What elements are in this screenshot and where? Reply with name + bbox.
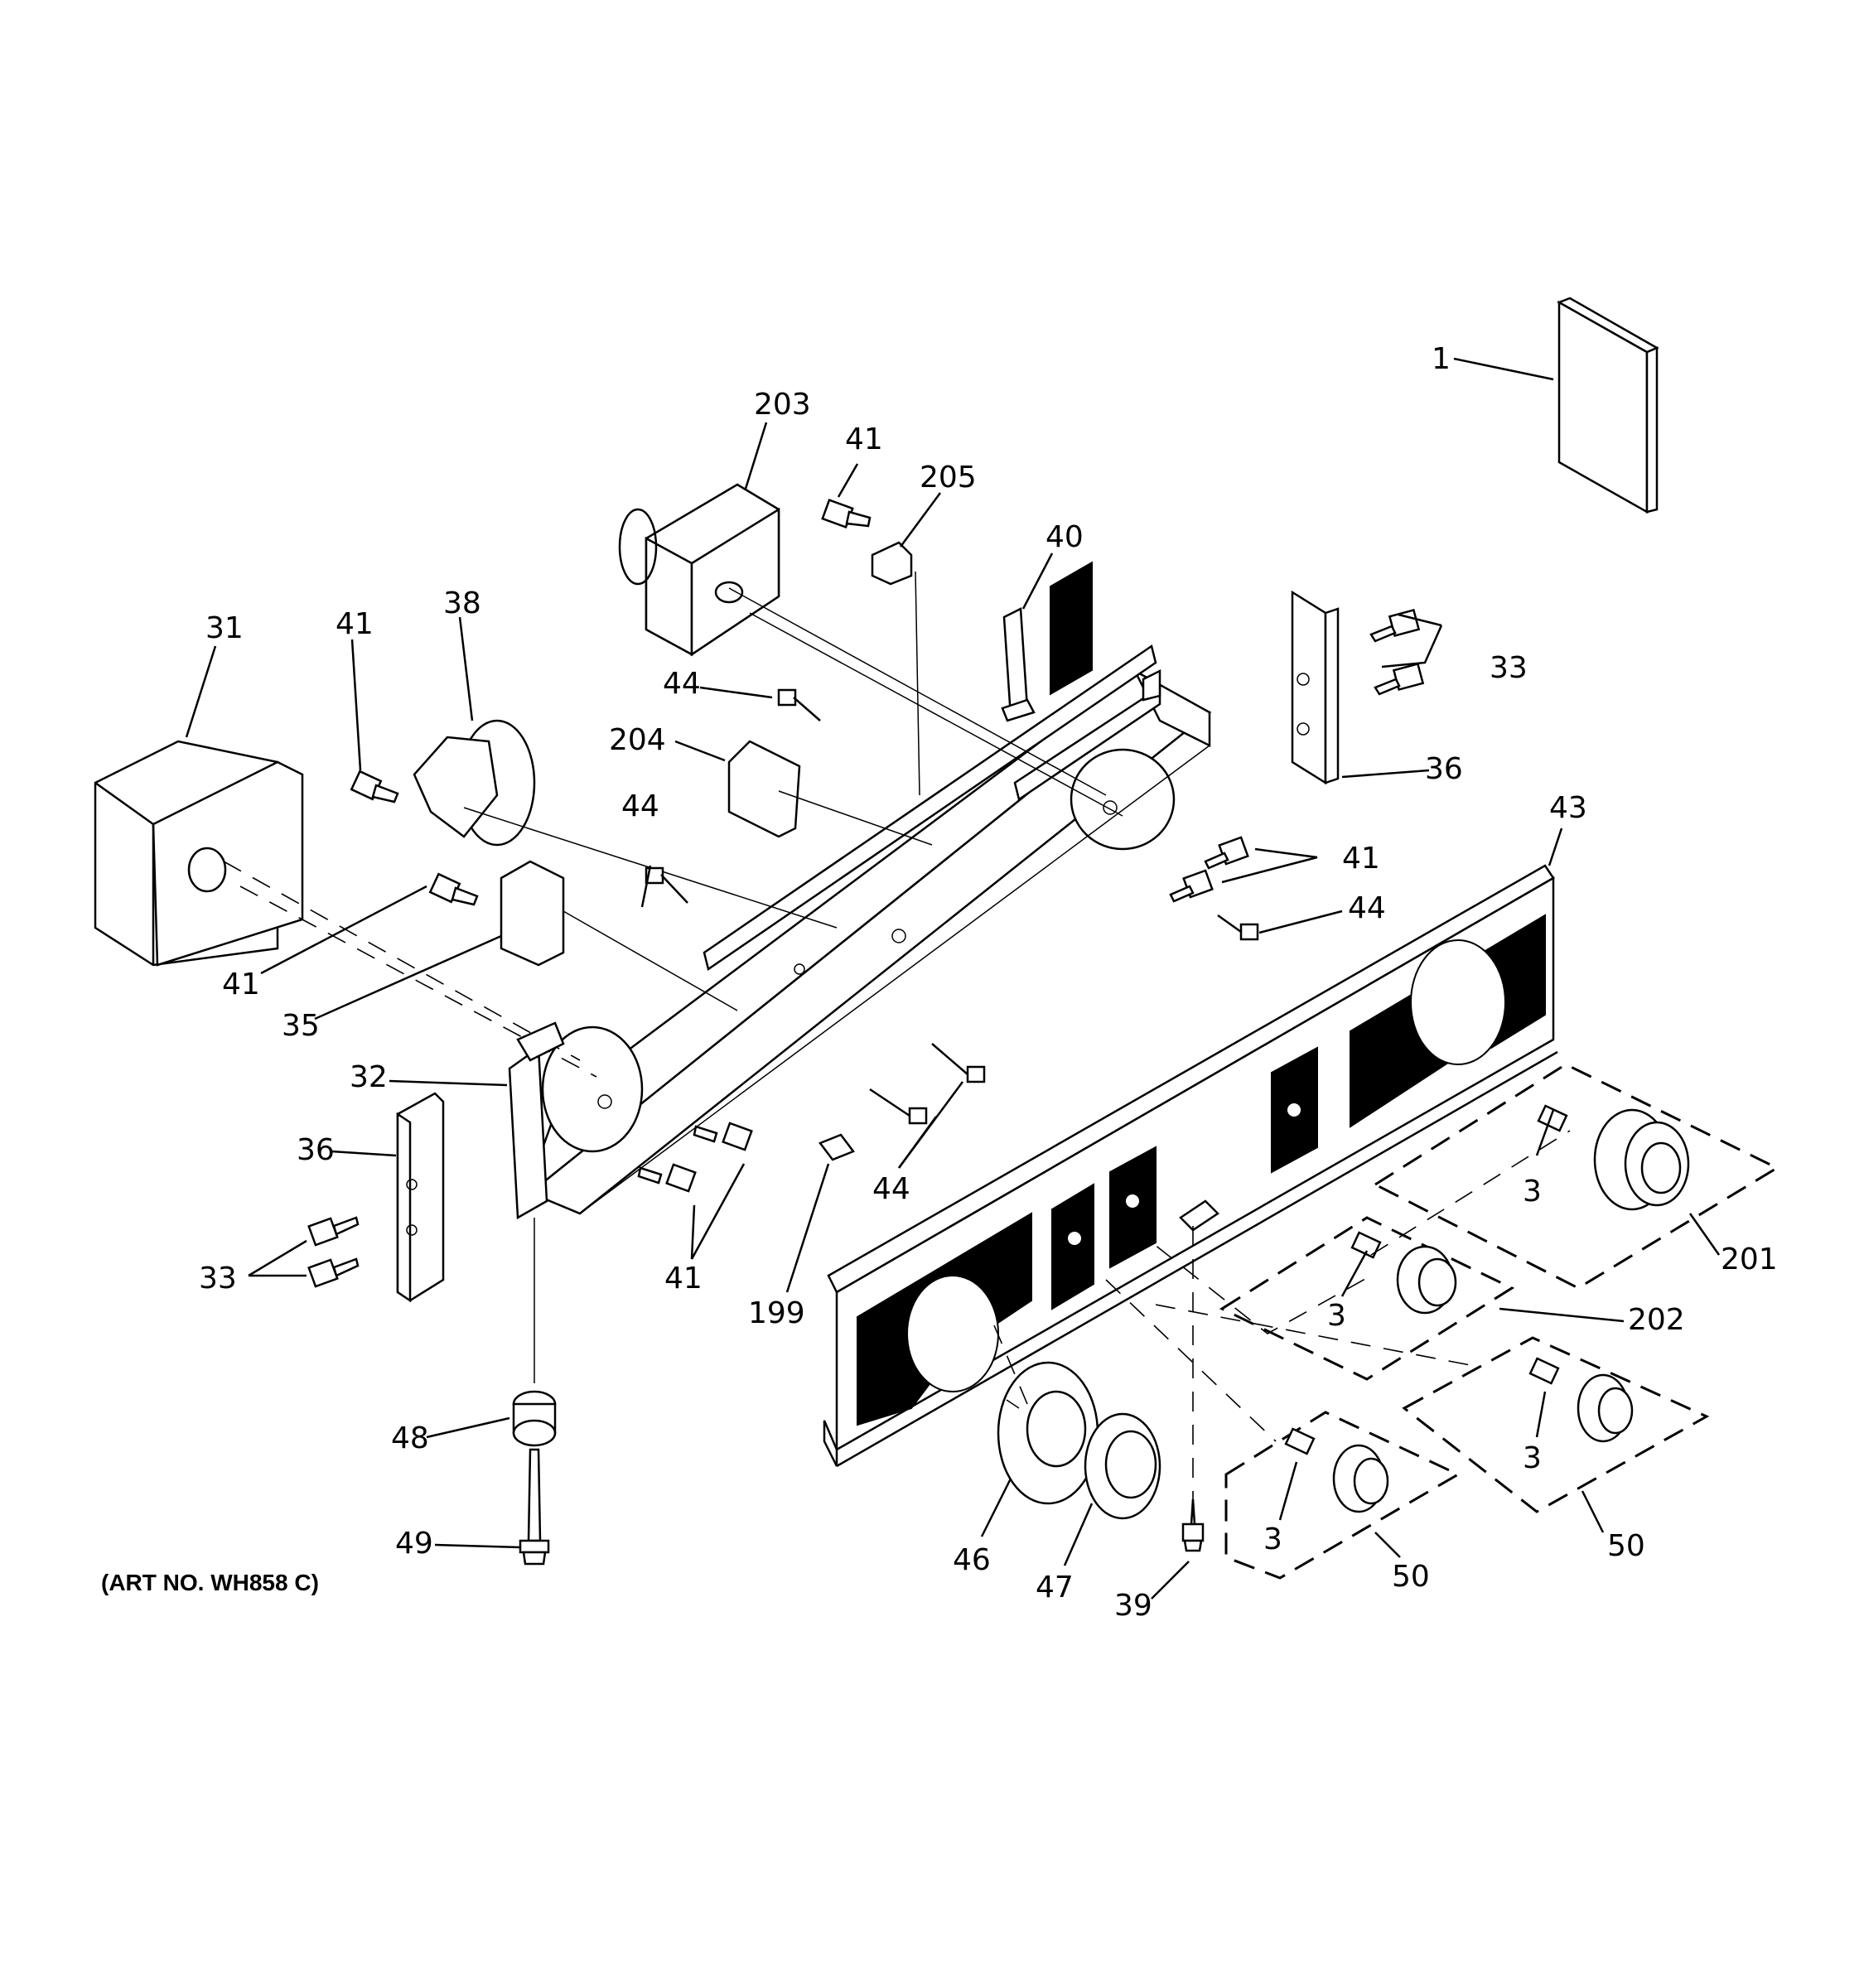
callout-202: 202	[1628, 1303, 1685, 1337]
part-38-dial	[413, 719, 838, 929]
part-1-card	[1557, 297, 1659, 514]
callout-47: 47	[1036, 1571, 1074, 1604]
part-41-screw-top	[821, 498, 872, 529]
callout-36: 36	[297, 1133, 335, 1167]
part-32-mount-bracket	[508, 1021, 565, 1383]
part-48-bushing	[512, 1390, 557, 1447]
part-41-screws-right	[1169, 836, 1249, 903]
art-number: (ART NO. WH858 C)	[101, 1570, 319, 1595]
callout-38: 38	[443, 586, 481, 620]
callout-205: 205	[920, 461, 977, 495]
part-41-screws-left	[350, 770, 479, 906]
part-36-side-bracket-right	[1291, 590, 1340, 785]
alignment-lines	[993, 1130, 1571, 1508]
callout-labels: 1 203 41 205 40 31 41 38 44 204 33 36 43…	[199, 342, 1778, 1623]
part-31-switch-box	[94, 740, 597, 1078]
part-205-clip	[871, 541, 920, 796]
callout-39: 39	[1114, 1589, 1152, 1623]
callout-3: 3	[1327, 1299, 1346, 1333]
callout-1: 1	[1432, 342, 1451, 376]
part-33-screws-left	[307, 1216, 360, 1288]
part-39-screw	[1181, 1498, 1205, 1552]
part-44-screws	[645, 688, 1259, 1125]
part-49-screw	[519, 1448, 550, 1566]
part-46-knob-skirt	[997, 1361, 1099, 1505]
callout-41: 41	[336, 607, 374, 641]
callout-3: 3	[1263, 1522, 1282, 1556]
callout-3: 3	[1523, 1441, 1542, 1475]
callout-50: 50	[1607, 1529, 1645, 1563]
callout-31: 31	[205, 611, 244, 645]
callout-199: 199	[748, 1296, 805, 1330]
part-35-thermostat	[500, 860, 738, 1011]
knob-group-50-right	[1402, 1336, 1710, 1513]
part-43-control-panel	[823, 561, 1558, 1468]
callout-41: 41	[664, 1262, 703, 1296]
part-204-switch	[727, 740, 933, 846]
callout-41: 41	[845, 422, 883, 456]
part-199-clip	[819, 1133, 855, 1161]
callout-48: 48	[391, 1421, 429, 1455]
part-203-timer	[618, 483, 1123, 817]
callout-33: 33	[1490, 651, 1528, 685]
part-40-bracket	[1001, 607, 1036, 722]
callout-32: 32	[350, 1060, 388, 1094]
knob-group-50-left	[1224, 1411, 1461, 1580]
part-33-screws-right	[1369, 608, 1425, 696]
callout-204: 204	[609, 723, 666, 757]
control-bracket	[528, 644, 1212, 1215]
part-36-side-bracket-left	[396, 1092, 445, 1303]
callout-44: 44	[663, 667, 701, 701]
callout-44: 44	[621, 789, 659, 823]
knob-group-202	[1219, 1216, 1515, 1381]
callout-50: 50	[1392, 1560, 1430, 1594]
callout-201: 201	[1721, 1242, 1778, 1276]
knob-group-201	[1372, 1063, 1780, 1290]
callout-43: 43	[1549, 791, 1587, 825]
callout-44: 44	[872, 1172, 910, 1206]
part-41-screws-middle	[637, 1122, 753, 1193]
callout-35: 35	[282, 1009, 320, 1043]
callout-41: 41	[1342, 842, 1380, 876]
leader-lines	[185, 357, 1721, 1600]
callout-203: 203	[754, 388, 811, 422]
callout-41: 41	[222, 967, 260, 1001]
callout-44: 44	[1348, 891, 1386, 925]
callout-46: 46	[953, 1543, 991, 1577]
part-47-knob	[1084, 1412, 1161, 1520]
callout-49: 49	[395, 1527, 433, 1561]
callout-3: 3	[1523, 1175, 1542, 1209]
callout-36: 36	[1425, 752, 1463, 786]
callout-33: 33	[199, 1262, 237, 1296]
callout-40: 40	[1045, 520, 1084, 554]
